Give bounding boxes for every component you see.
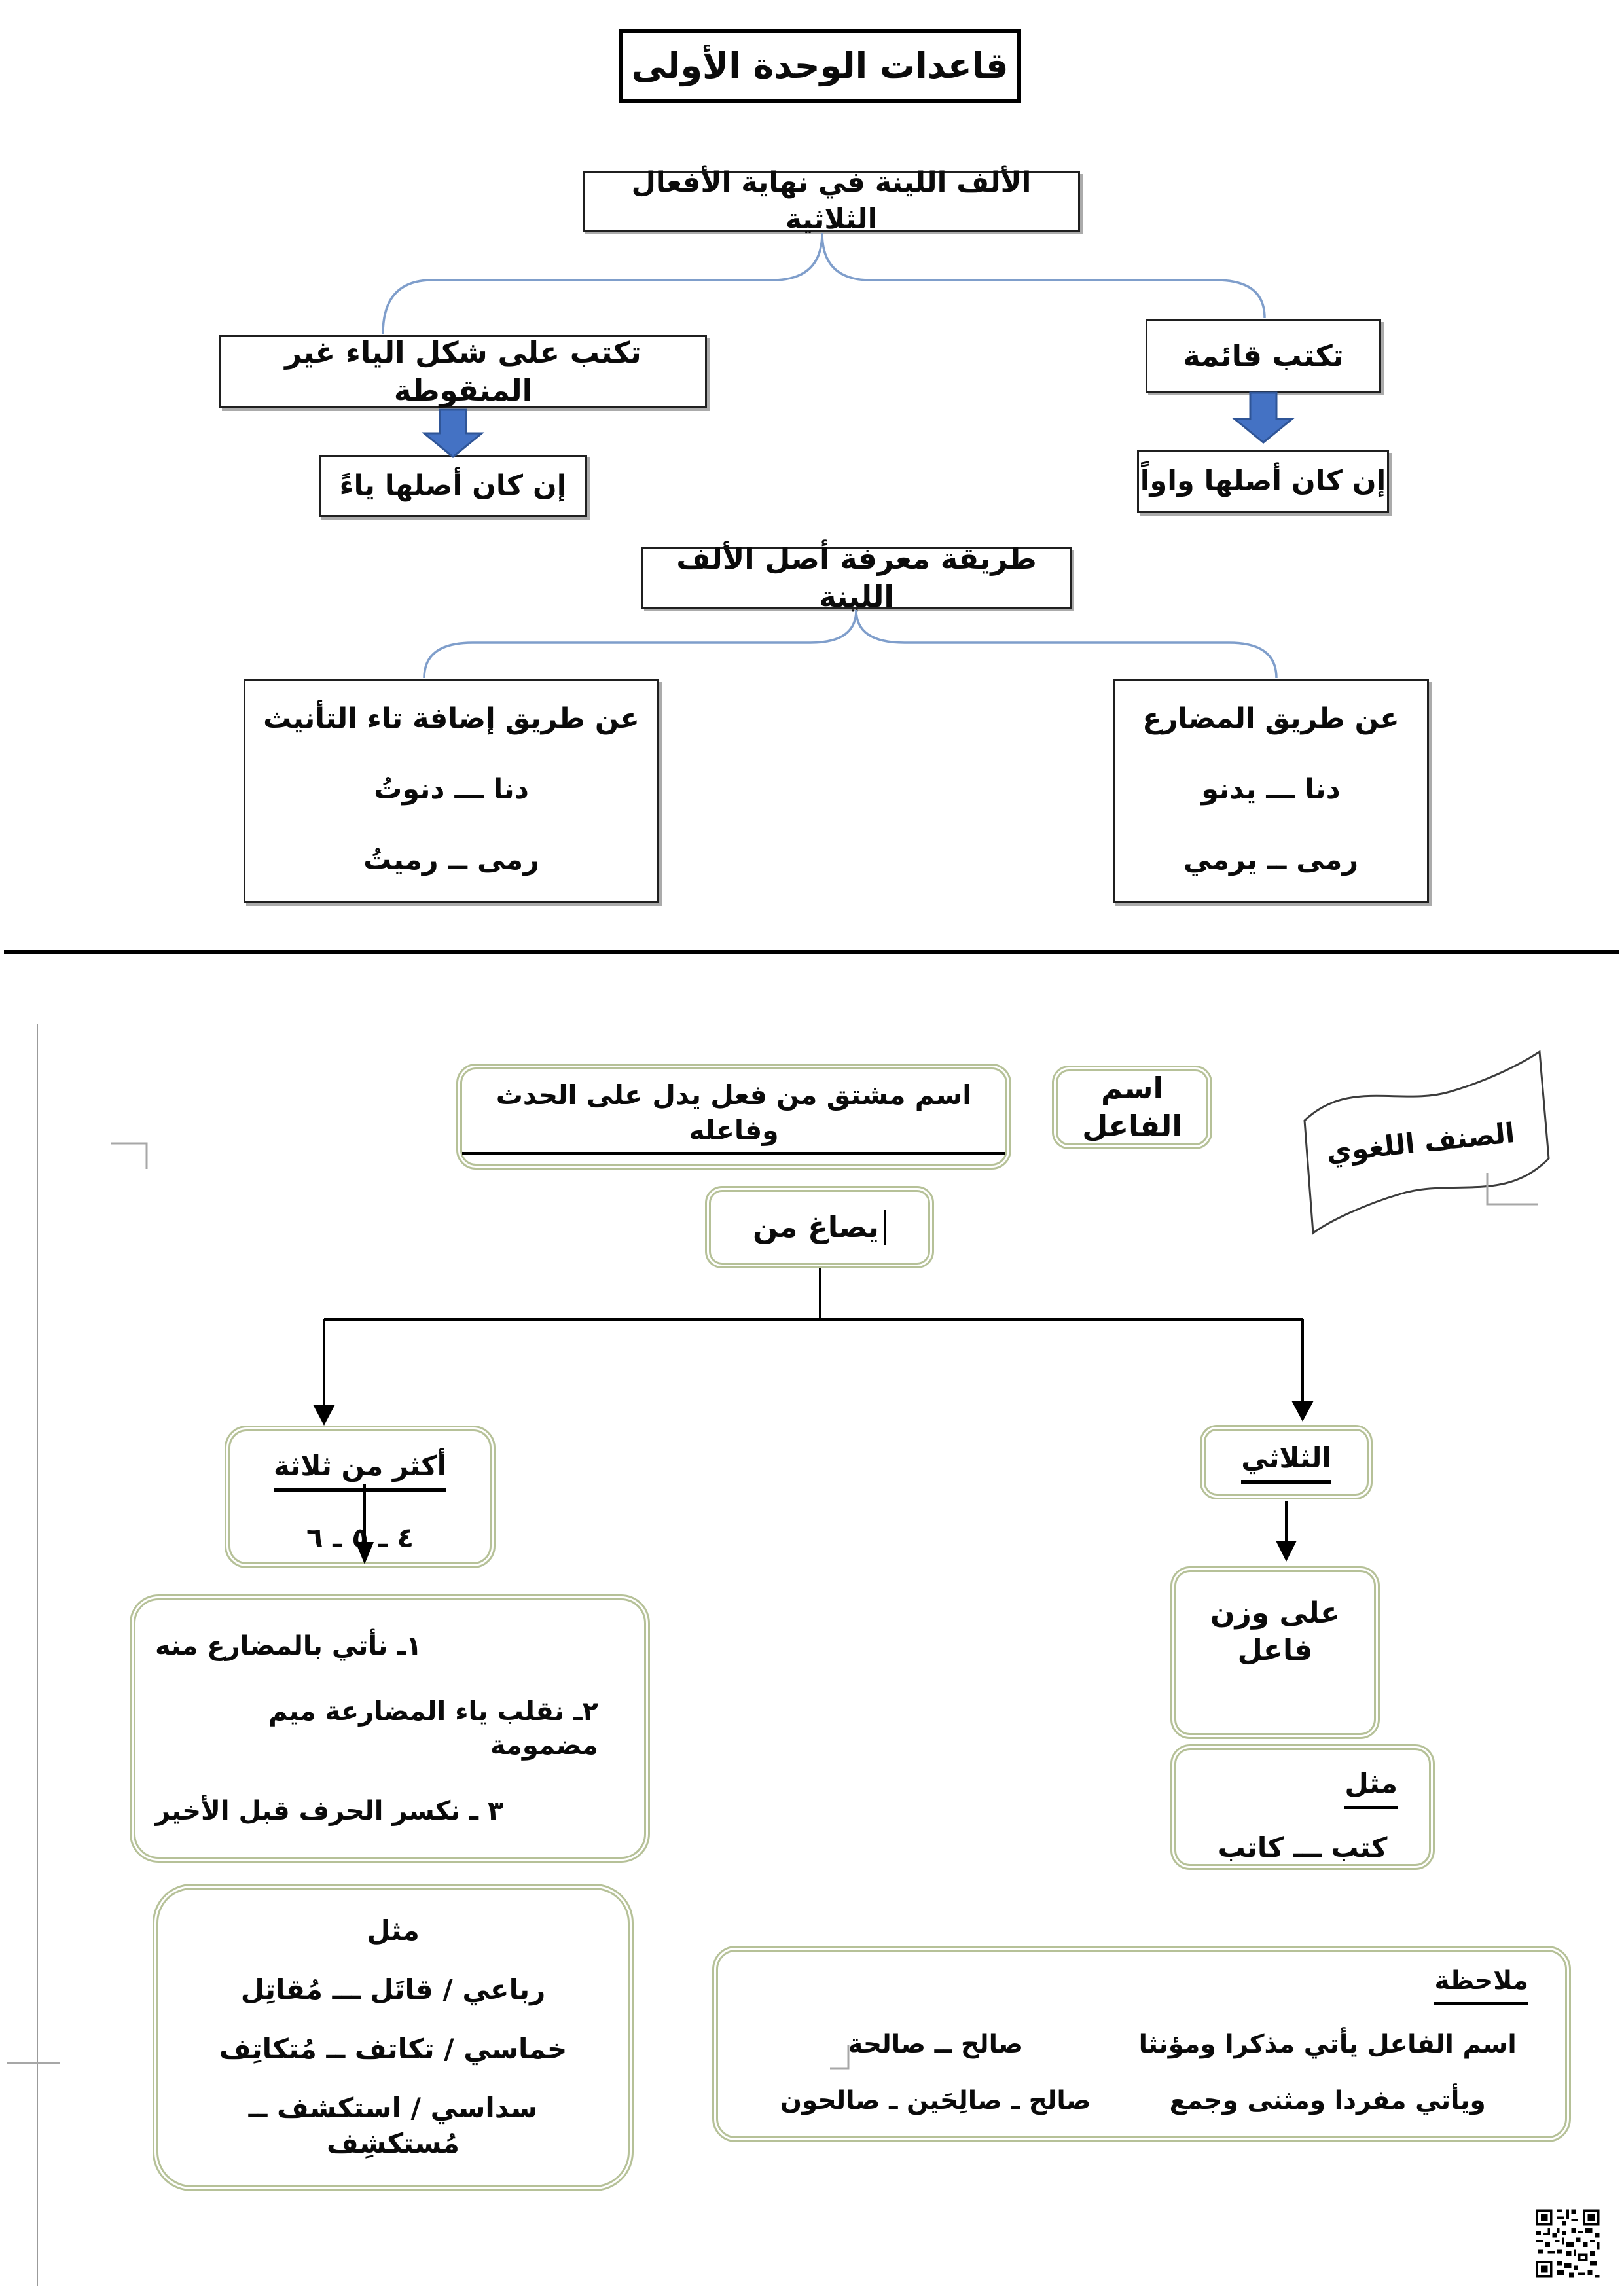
qr-code <box>1534 2204 1602 2282</box>
step-1: ١ـ نأتي بالمضارع منه <box>155 1631 422 1661</box>
note-row-1: اسم الفاعل يأتي مذكرا ومؤنثا صالح ــ صال… <box>744 2028 1528 2062</box>
method-brace-left <box>423 609 857 679</box>
upright-form-text: تكتب قائمة <box>1183 338 1344 373</box>
arrowhead-pattern-icon <box>1276 1541 1297 1562</box>
trilateral-title: الثلاثي <box>1241 1441 1331 1484</box>
section-divider-line <box>4 950 1619 954</box>
note-box: ملاحظة اسم الفاعل يأتي مذكرا ومؤنثا صالح… <box>712 1946 1571 2142</box>
note-title: ملاحظة <box>1434 1965 1528 2005</box>
note-example-1: صالح ــ صالحة <box>848 2030 1024 2060</box>
formed-from-box: يصاغ من <box>705 1186 934 1268</box>
dotless-ya-form-box: تكتب على شكل الياء غير المنقوطة <box>219 335 707 408</box>
formed-from-text: يصاغ من <box>753 1209 879 1244</box>
method-present-example-2: رمى ــ يرمي <box>1183 843 1359 876</box>
participle-definition-text: اسم مشتق من فعل يدل على الحدث وفاعله <box>462 1078 1005 1155</box>
method-brace-right <box>855 609 1278 679</box>
brace-connector-right <box>821 232 1266 319</box>
step-2: ٢ـ نقلب ياء المضارعة ميم مضمومة <box>268 1696 598 1761</box>
upright-condition-box: إن كان أصلها واواً <box>1137 450 1389 513</box>
frame-mark-banner <box>1486 1173 1538 1206</box>
soft-alif-root-box: الألف اللينة في نهاية الأفعال الثلاثية <box>583 166 1080 236</box>
brace-connector-left <box>382 232 823 334</box>
example-quad: رباعي / قاتَل ـــ مُقاتِل <box>240 1973 546 2006</box>
non-trilateral-numbers: ٤ ـ ٥ ـ ٦ <box>306 1521 414 1554</box>
steps-box: ١ـ نأتي بالمضارع منه ٢ـ نقلب ياء المضارع… <box>130 1594 650 1863</box>
method-taa-example-2: رمى ــ رميتُ <box>363 843 539 876</box>
text-cursor <box>884 1210 886 1245</box>
frame-mark-top-left <box>111 1142 148 1169</box>
trilateral-example-label: مثل <box>1344 1766 1398 1809</box>
non-trilateral-box: أكثر من ثلاثة ٤ ـ ٥ ـ ٦ <box>225 1426 496 1568</box>
examples-label: مثل <box>367 1914 420 1946</box>
page-title-text: قاعدات الوحدة الأولى <box>631 45 1009 86</box>
method-present-box: عن طريق المضارع دنا ـــ يدنو رمى ــ يرمي <box>1113 679 1429 903</box>
arrowhead-left-icon <box>313 1405 335 1426</box>
page-title: قاعدات الوحدة الأولى <box>619 29 1021 103</box>
participle-term-box: اسم الفاعل <box>1052 1066 1212 1149</box>
method-taa-box: عن طريق إضافة تاء التأنيث دنا ـــ دنوتُ … <box>244 679 659 903</box>
dotless-ya-condition-text: إن كان أصلها ياءً <box>339 469 567 502</box>
method-taa-title: عن طريق إضافة تاء التأنيث <box>263 702 640 735</box>
method-present-title: عن طريق المضارع <box>1142 702 1399 735</box>
note-example-2: صالح ـ صالِحَين ـ صالحون <box>780 2086 1091 2116</box>
method-present-example-1: دنا ـــ يدنو <box>1201 772 1341 806</box>
participle-term-text: اسم الفاعل <box>1082 1070 1182 1144</box>
participle-definition-box: اسم مشتق من فعل يدل على الحدث وفاعله <box>456 1064 1011 1170</box>
step-3: ٣ ـ نكسر الحرف قبل الأخير <box>155 1796 504 1826</box>
non-trilateral-examples-box: مثل رباعي / قاتَل ـــ مُقاتِل خماسي / تك… <box>153 1884 634 2191</box>
upright-form-box: تكتب قائمة <box>1146 319 1381 393</box>
block-arrow-down-left-icon <box>421 408 485 458</box>
method-title-text: طريقة معرفة أصل الألف اللينة <box>676 541 1037 615</box>
formed-from-connector <box>323 1268 1304 1406</box>
dotless-ya-condition-box: إن كان أصلها ياءً <box>319 455 587 517</box>
method-taa-example-1: دنا ـــ دنوتُ <box>374 772 529 806</box>
trilateral-example-box: مثل كتب ـــ كاتب <box>1170 1744 1435 1870</box>
pattern-box: على وزن فاعل <box>1170 1566 1380 1739</box>
banner-label-text: الصنف اللغوي <box>1324 1116 1517 1168</box>
note-rule-2: ويأتي مفردا ومثنى وجمع <box>1169 2086 1486 2116</box>
pattern-text: على وزن فاعل <box>1210 1596 1341 1668</box>
method-title-box: طريقة معرفة أصل الألف اللينة <box>641 541 1072 614</box>
trilateral-example-text: كتب ـــ كاتب <box>1218 1831 1388 1863</box>
note-rule-1: اسم الفاعل يأتي مذكرا ومؤنثا <box>1138 2030 1517 2060</box>
arrowhead-right-icon <box>1291 1401 1314 1422</box>
banner-label-box: الصنف اللغوي <box>1319 1096 1522 1189</box>
note-row-2: ويأتي مفردا ومثنى وجمع صالح ـ صالِحَين ـ… <box>744 2085 1528 2118</box>
example-quin: خماسي / تكاتف ــ مُتكاتِف <box>219 2032 568 2065</box>
trilateral-box: الثلاثي <box>1200 1425 1373 1499</box>
upright-condition-text: إن كان أصلها واواً <box>1140 465 1386 498</box>
example-sext: سداسي / استكشف ــ مُستكشِف <box>248 2091 538 2160</box>
soft-alif-root-text: الألف اللينة في نهاية الأفعال الثلاثية <box>631 166 1032 236</box>
dotless-ya-form-text: تكتب على شكل الياء غير المنقوطة <box>285 334 641 408</box>
non-trilateral-title: أكثر من ثلاثة <box>273 1448 447 1492</box>
block-arrow-down-right-icon <box>1231 391 1295 444</box>
